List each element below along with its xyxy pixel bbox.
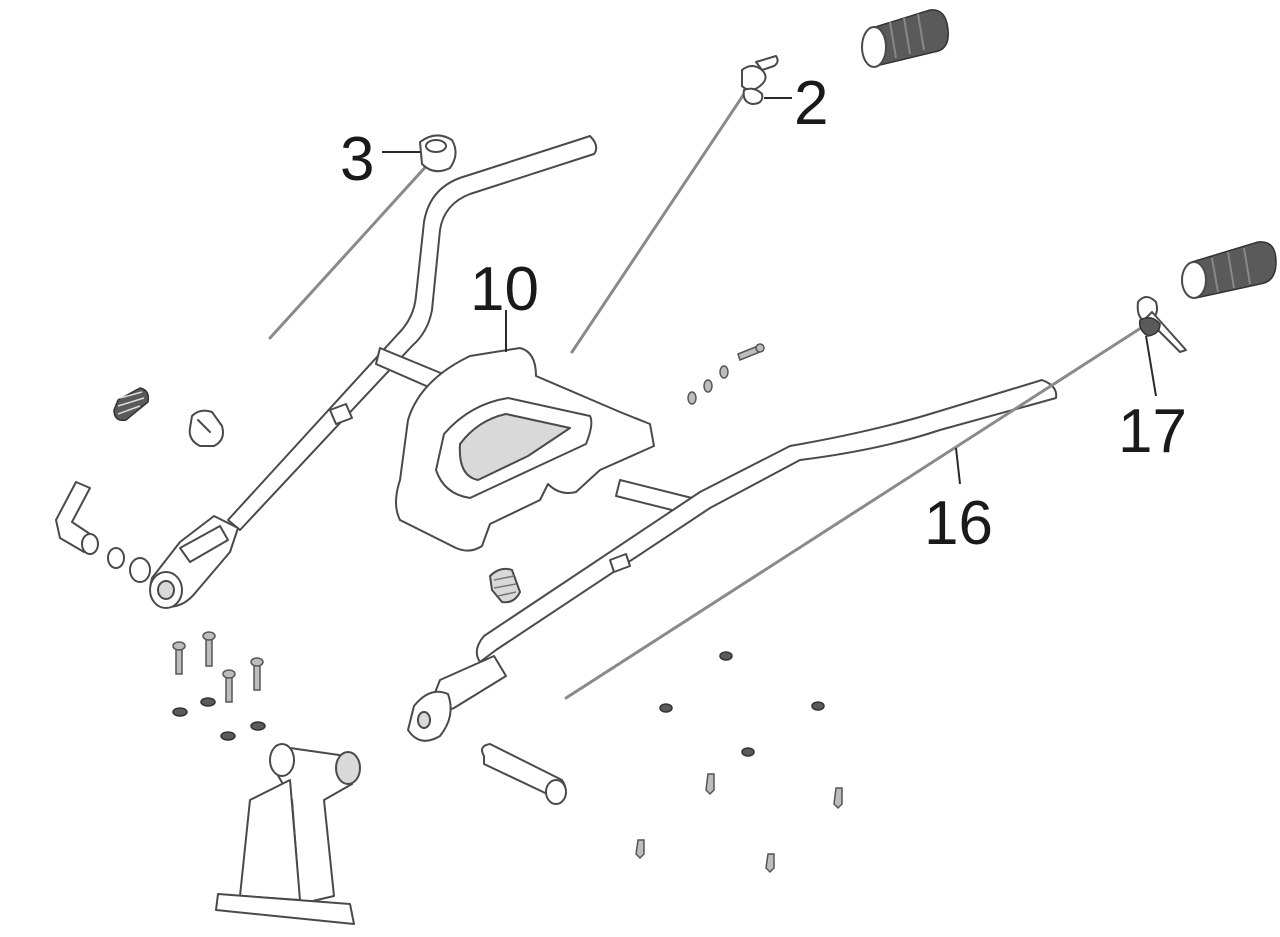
screws-center xyxy=(687,343,765,405)
side-stand xyxy=(215,743,361,925)
leader-lines xyxy=(382,97,1157,485)
handle-grip-upper xyxy=(861,9,949,68)
clip xyxy=(188,409,224,447)
long-pin xyxy=(481,743,567,805)
screws-lower-right xyxy=(635,651,843,874)
pivot-bracket-left xyxy=(149,515,239,609)
handle-grip-lower xyxy=(1181,241,1277,299)
cable-part-17 xyxy=(564,296,1187,700)
cable-part-3 xyxy=(268,134,457,340)
coil-bushing xyxy=(489,567,521,604)
cable-part-2 xyxy=(570,55,779,354)
spring xyxy=(113,387,150,422)
lever-pin xyxy=(55,481,99,555)
callout-label-3: 3 xyxy=(340,125,374,194)
center-cover-part-10 xyxy=(395,347,701,552)
lower-arm-part-16 xyxy=(407,379,1058,742)
callout-label-16: 16 xyxy=(924,489,993,558)
washers-left xyxy=(107,547,151,583)
callout-label-17: 17 xyxy=(1118,397,1187,466)
bolts-lower-left xyxy=(172,631,266,741)
callout-label-10: 10 xyxy=(470,255,539,324)
callout-label-2: 2 xyxy=(794,69,828,138)
